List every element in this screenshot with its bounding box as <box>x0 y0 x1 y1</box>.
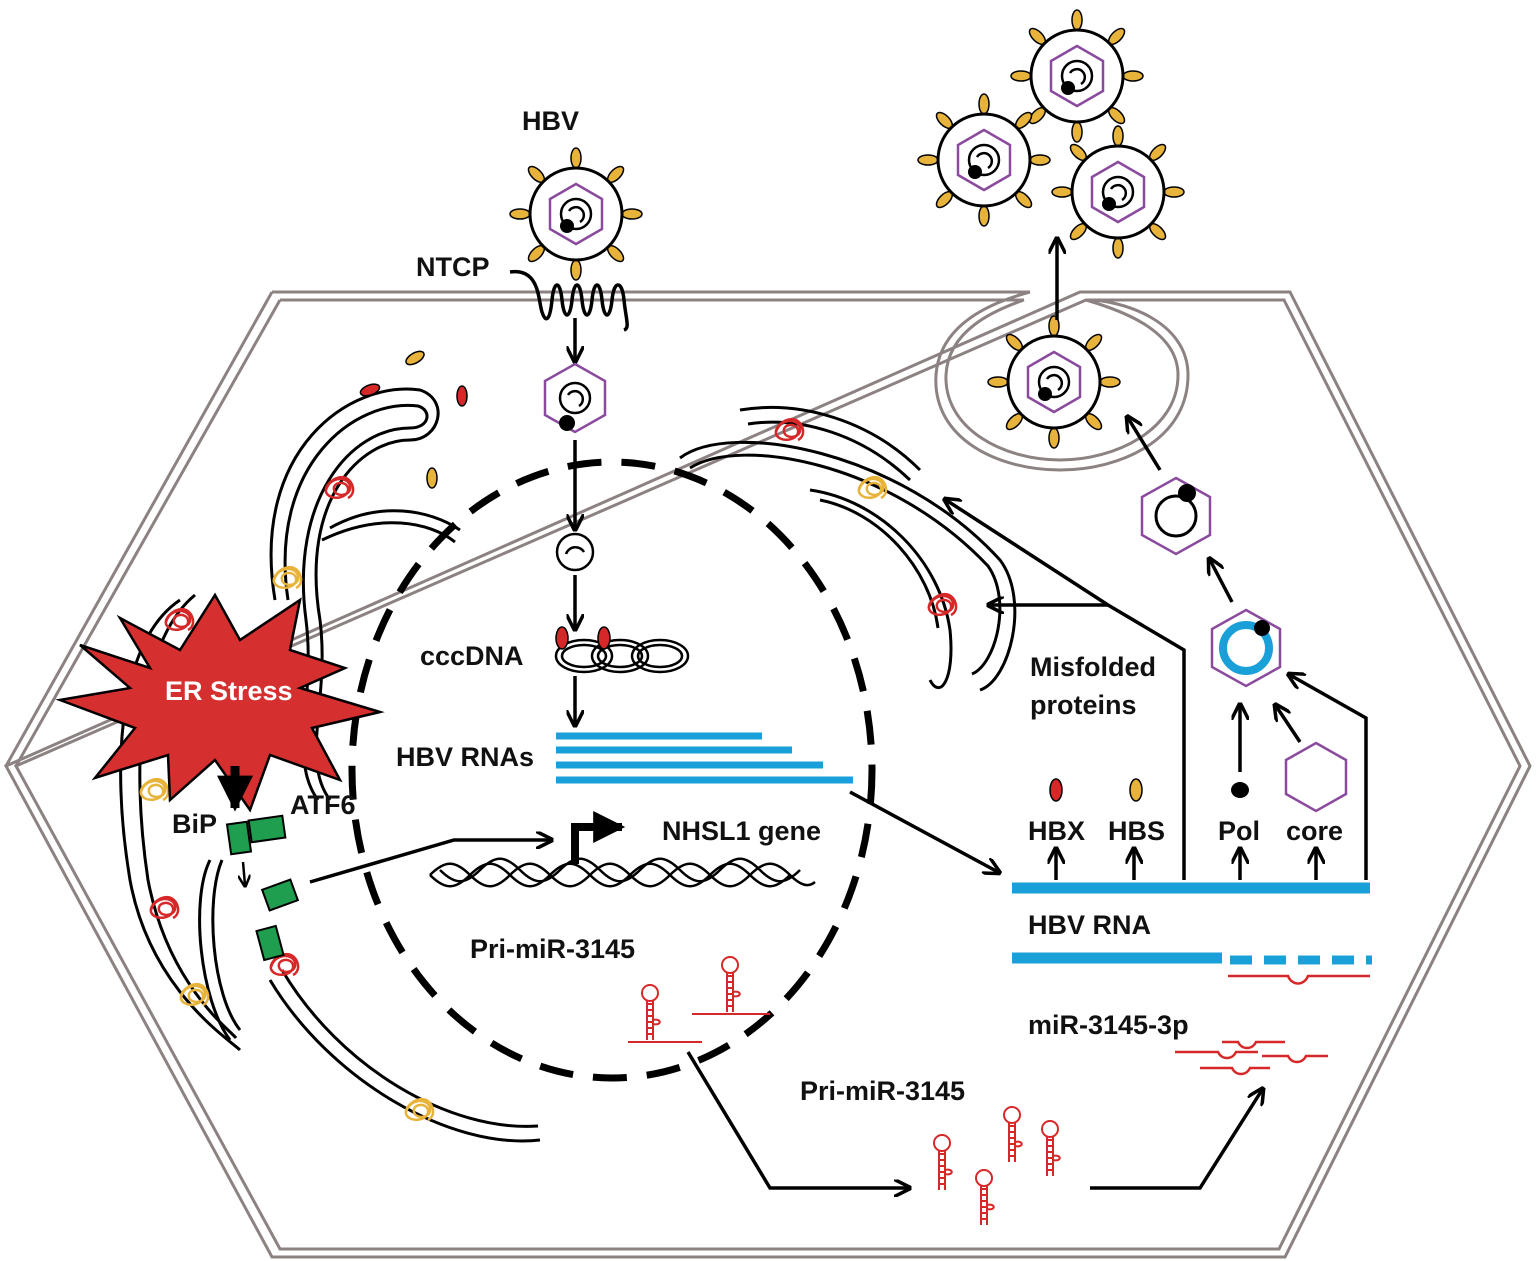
label-cccdna: cccDNA <box>420 641 524 671</box>
pri-mir-3145-cytoplasm <box>933 1106 1061 1226</box>
dna-double-helix <box>429 857 816 888</box>
label-core: core <box>1286 816 1343 846</box>
atf6-receptors <box>225 814 300 962</box>
released-virions <box>917 9 1185 259</box>
label-pri-mir-nucleus: Pri-miR-3145 <box>470 934 635 964</box>
cccdna-minichromosome <box>554 626 690 674</box>
arrow-atf6-cleave <box>243 861 245 885</box>
label-ntcp: NTCP <box>416 252 490 282</box>
hbv-virion-incoming <box>509 147 643 281</box>
arrow-core-to-capsid <box>1276 706 1302 743</box>
nucleocapsid-cytoplasm <box>543 362 607 434</box>
label-pri-mir-cytoplasm: Pri-miR-3145 <box>800 1076 965 1106</box>
label-hbs: HBS <box>1108 816 1165 846</box>
hbx-protein <box>1049 778 1063 802</box>
mature-capsid <box>1140 476 1212 556</box>
nucleus-envelope <box>348 458 876 1082</box>
hbv-rnas-transcripts <box>556 732 853 784</box>
ntcp-receptor <box>509 270 629 332</box>
mirna-bound-target <box>1228 974 1370 985</box>
label-nhsl1-gene: NHSL1 gene <box>662 816 821 846</box>
hbs-protein <box>1129 778 1143 802</box>
core-protein <box>1284 741 1348 813</box>
arrow-to-er-1 <box>946 500 1186 880</box>
arrow-to-capsid-right <box>1290 675 1368 880</box>
hbv-virion-budding <box>987 315 1121 449</box>
label-er-stress: ER Stress <box>165 676 293 706</box>
nhsl1-promoter-arrow <box>571 811 626 864</box>
label-hbv-rnas: HBV RNAs <box>396 742 534 772</box>
er-stress-burst <box>55 592 385 813</box>
pol-protein <box>1231 782 1249 798</box>
label-proteins: proteins <box>1030 690 1137 720</box>
endoplasmic-reticulum <box>119 387 1017 1143</box>
label-mir-3p: miR-3145-3p <box>1028 1010 1189 1040</box>
mature-mir-3145-3p <box>1175 1040 1328 1076</box>
label-atf6: ATF6 <box>290 790 356 820</box>
arrow-pri-mir-export <box>686 1051 908 1188</box>
pri-mir-3145-nucleus <box>628 956 770 1043</box>
arrow-to-envelopment <box>1128 418 1162 471</box>
label-hbv-rna: HBV RNA <box>1028 910 1151 940</box>
rcdna <box>555 532 595 572</box>
label-misfolded: Misfolded <box>1030 652 1156 682</box>
budding-vesicle <box>934 290 1190 472</box>
label-pol: Pol <box>1218 816 1260 846</box>
free-viral-proteins <box>359 350 468 489</box>
arrow-atf6-to-nhsl1 <box>309 840 550 884</box>
label-hbv: HBV <box>522 106 579 136</box>
arrow-rnas-export <box>849 790 998 872</box>
translation-arrows <box>1056 850 1316 880</box>
arrow-to-mature-mir <box>1090 1090 1262 1190</box>
arrow-to-mature-capsid <box>1210 560 1234 603</box>
label-hbx: HBX <box>1028 816 1085 846</box>
label-bip: BiP <box>172 809 217 839</box>
pgrna-capsid <box>1210 608 1282 688</box>
